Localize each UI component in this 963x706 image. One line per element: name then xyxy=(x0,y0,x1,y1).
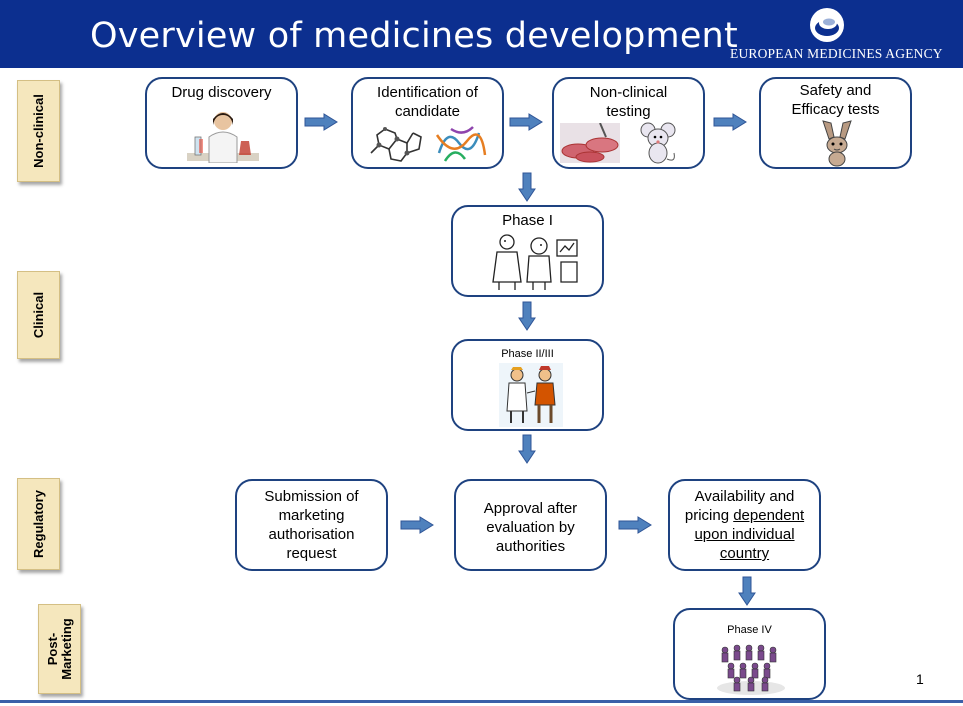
box-safety-efficacy: Safety and Efficacy tests xyxy=(759,77,912,169)
arrow-down-4 xyxy=(738,576,756,606)
arrow-down-3 xyxy=(518,434,536,464)
scientist-image xyxy=(187,112,259,163)
arrow-right-5 xyxy=(618,516,652,534)
arrow-right-1 xyxy=(304,113,338,131)
box-label: Drug discovery xyxy=(171,84,272,101)
stage-label: Clinical xyxy=(30,291,46,339)
box-label: Phase II/III xyxy=(501,348,554,360)
arrow-down-1 xyxy=(518,172,536,202)
doctors-cartoon-image xyxy=(492,234,578,290)
mouse-image xyxy=(640,122,676,164)
bottom-rule xyxy=(0,700,963,703)
box-label-underlined: dependent upon individual country xyxy=(694,507,805,562)
stage-regulatory: Regulatory xyxy=(17,478,60,570)
rabbit-image xyxy=(822,120,852,167)
arrow-right-3 xyxy=(713,113,747,131)
box-label: Phase IV xyxy=(727,624,772,636)
agency-name: EUROPEAN MEDICINES AGENCY xyxy=(730,46,943,61)
stage-post-marketing: Post- Marketing xyxy=(38,604,81,694)
stage-label: Regulatory xyxy=(30,490,46,558)
ema-logo-icon xyxy=(810,8,844,42)
stage-nonclinical: Non-clinical xyxy=(17,80,60,182)
box-nonclinical-testing: Non-clinical testing xyxy=(552,77,705,169)
box-label-text: Availability and pricing xyxy=(684,488,795,524)
arrow-down-2 xyxy=(518,301,536,331)
box-label: Identification of candidate xyxy=(377,84,478,120)
page-number: 1 xyxy=(916,671,924,687)
box-phase-2-3: Phase II/III xyxy=(451,339,604,431)
box-submission: Submission of marketing authorisation re… xyxy=(235,479,388,571)
slide-title: Overview of medicines development xyxy=(90,16,738,56)
stage-label: Post- Marketing xyxy=(44,618,74,680)
box-label: Submission of marketing authorisation re… xyxy=(264,488,359,562)
box-identification: Identification of candidate xyxy=(351,77,504,169)
box-availability: Availability and pricing dependent upon … xyxy=(668,479,821,571)
crowd-image xyxy=(717,644,785,695)
box-phase-4: Phase IV xyxy=(673,608,826,700)
box-approval: Approval after evaluation by authorities xyxy=(454,479,607,571)
stage-clinical: Clinical xyxy=(17,271,60,359)
arrow-right-4 xyxy=(400,516,434,534)
box-label: Safety and Efficacy tests xyxy=(791,82,880,118)
box-label: Non-clinical testing xyxy=(589,84,668,120)
petri-dish-image xyxy=(560,123,620,163)
box-label: Availability and pricing dependent upon … xyxy=(670,487,819,563)
box-drug-discovery: Drug discovery xyxy=(145,77,298,169)
header-banner: Overview of medicines development EUROPE… xyxy=(0,0,963,68)
box-label: Approval after evaluation by authorities xyxy=(483,500,578,555)
molecule-image xyxy=(370,126,487,162)
patients-cartoon-image xyxy=(499,363,563,427)
box-phase-1: Phase I xyxy=(451,205,604,297)
stage-label: Non-clinical xyxy=(30,94,46,168)
arrow-right-2 xyxy=(509,113,543,131)
box-label: Phase I xyxy=(502,212,553,229)
